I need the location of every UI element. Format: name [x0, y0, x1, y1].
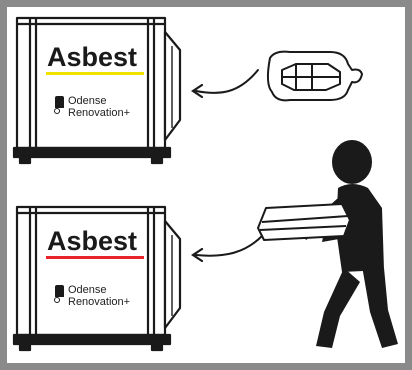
brand-name-line2-top: Renovation+: [68, 107, 130, 119]
brand-name-line2-bottom: Renovation+: [68, 296, 130, 308]
odense-logo-icon: [55, 285, 64, 297]
odense-logo-icon: [55, 96, 64, 108]
odense-logo-dot-icon: [54, 108, 60, 114]
brand-name-line1-bottom: Odense: [68, 284, 107, 296]
person-carrying-sheets-icon: [258, 140, 398, 348]
curved-arrow-icon: [193, 70, 258, 97]
label-underline-top: [46, 72, 144, 75]
odense-logo-dot-icon: [54, 297, 60, 303]
brand-name-line1-top: Odense: [68, 95, 107, 107]
label-underline-bottom: [46, 256, 144, 259]
container-title-bottom: Asbest: [47, 228, 137, 255]
container-title-top: Asbest: [47, 44, 137, 71]
curved-arrow-icon: [193, 236, 262, 261]
small-asbestos-item-icon: [268, 52, 362, 101]
container-top: [14, 18, 180, 163]
